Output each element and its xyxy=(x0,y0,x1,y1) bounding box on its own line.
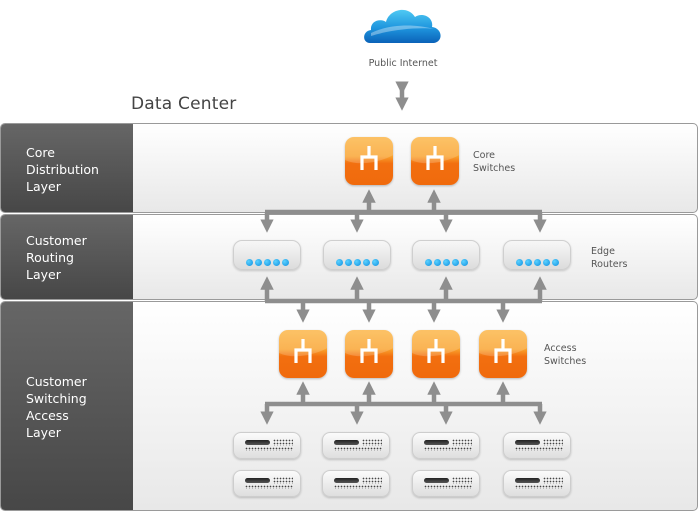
server xyxy=(233,432,301,459)
layer-label: Customer Routing Layer xyxy=(26,233,87,282)
data-center-title: Data Center xyxy=(131,94,237,114)
layer-label: Core Distribution Layer xyxy=(26,145,99,194)
access-switch xyxy=(345,330,393,378)
router-leds xyxy=(234,251,300,266)
switch-icon xyxy=(427,339,445,363)
edge-router xyxy=(503,240,571,270)
router-leds xyxy=(413,251,479,266)
core-switch xyxy=(411,137,459,185)
server xyxy=(322,470,390,497)
router-leds xyxy=(504,251,570,266)
server xyxy=(233,470,301,497)
access-switch xyxy=(279,330,327,378)
switch-icon xyxy=(494,339,512,363)
server xyxy=(503,470,571,497)
switch-icon xyxy=(360,339,378,363)
public-internet-label: Public Internet xyxy=(368,58,438,69)
server xyxy=(412,432,480,459)
server xyxy=(503,432,571,459)
switch-icon xyxy=(294,339,312,363)
edge-router xyxy=(323,240,391,270)
layer-side-panel: Core Distribution Layer xyxy=(1,124,133,212)
edge-router xyxy=(233,240,301,270)
server xyxy=(322,432,390,459)
server xyxy=(412,470,480,497)
public-internet-cloud xyxy=(362,3,444,53)
access-switch xyxy=(412,330,460,378)
access-switches-label: Access Switches xyxy=(544,343,587,367)
layer-side-panel: Customer Routing Layer xyxy=(1,215,133,299)
switch-icon xyxy=(426,146,444,170)
router-leds xyxy=(324,251,390,266)
core-switch xyxy=(345,137,393,185)
layer-side-panel: Customer Switching Access Layer xyxy=(1,302,133,510)
edge-router xyxy=(412,240,480,270)
layer-label: Customer Switching Access Layer xyxy=(26,374,87,440)
core-switches-label: Core Switches xyxy=(473,150,516,174)
switch-icon xyxy=(360,146,378,170)
edge-routers-label: Edge Routers xyxy=(591,246,628,270)
cloud-icon xyxy=(364,9,441,43)
access-switch xyxy=(479,330,527,378)
